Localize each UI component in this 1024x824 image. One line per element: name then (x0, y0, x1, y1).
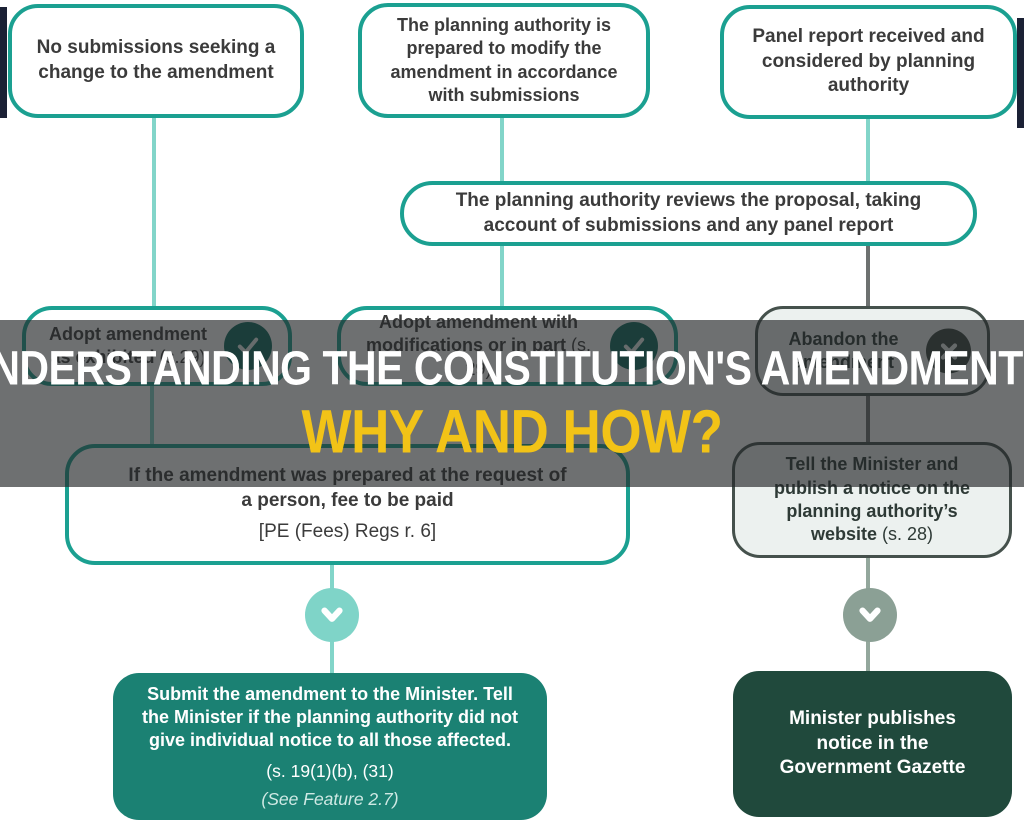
chevron-down-icon (843, 588, 897, 642)
connector-review-to-abandon (866, 244, 870, 308)
box-tell-minister-section-ref: (s. 28) (882, 524, 934, 545)
left-edge-bar (0, 7, 7, 118)
box-fee-regs-ref: [PE (Fees) Regs r. 6] (258, 520, 437, 542)
box-submit-section-ref: (s. 19(1)(b), (31) (266, 760, 394, 781)
box-review-proposal-label: The planning authority reviews the propo… (455, 189, 922, 236)
box-submit-feature-note: (See Feature 2.7) (261, 788, 399, 809)
box-gazette-label: Minister publishes notice in the Governm… (779, 707, 966, 779)
box-review-proposal: The planning authority reviews the propo… (400, 181, 977, 246)
box-authority-modify: The planning authority is prepared to mo… (358, 3, 650, 118)
box-authority-modify-label: The planning authority is prepared to mo… (390, 14, 618, 105)
right-edge-bar (1017, 18, 1024, 128)
box-gazette-notice: Minister publishes notice in the Governm… (733, 671, 1012, 817)
chevron-down-icon (305, 588, 359, 642)
connector-modify-to-review (500, 118, 504, 183)
box-panel-report-label: Panel report received and considered by … (752, 25, 985, 97)
connector-panel-to-review (866, 119, 870, 183)
connector-no-submissions-to-adopt (152, 118, 156, 308)
box-submit-label: Submit the amendment to the Minister. Te… (142, 683, 518, 751)
title-banner-overlay: UNDERSTANDING THE CONSTITUTION'S AMENDME… (0, 320, 1024, 487)
connector-review-to-adopt-modifications (500, 244, 504, 308)
box-submit-to-minister: Submit the amendment to the Minister. Te… (113, 673, 547, 820)
box-no-submissions: No submissions seeking a change to the a… (8, 4, 304, 118)
banner-subtitle: WHY AND HOW? (301, 398, 723, 466)
box-panel-report: Panel report received and considered by … (720, 5, 1017, 119)
banner-title: UNDERSTANDING THE CONSTITUTION'S AMENDME… (0, 340, 1024, 395)
box-no-submissions-label: No submissions seeking a change to the a… (36, 37, 276, 83)
